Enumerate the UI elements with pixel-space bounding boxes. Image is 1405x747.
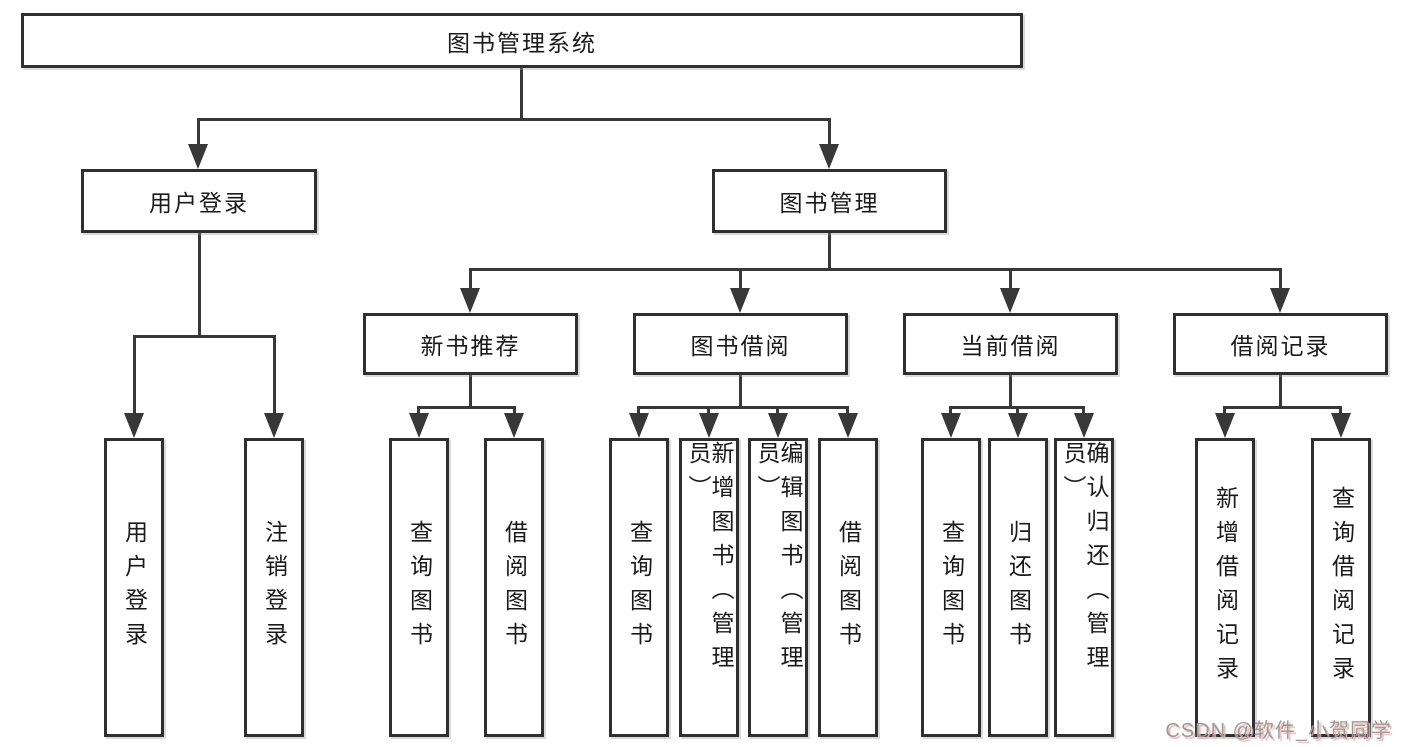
connector-line	[197, 118, 831, 121]
connector-line	[417, 406, 420, 415]
connector-line	[776, 406, 779, 415]
leaf-query-book-current: 查询图书	[921, 438, 981, 737]
connector-line	[739, 268, 742, 290]
arrow-down-icon	[730, 288, 750, 313]
leaf-query-book-recommend: 查询图书	[389, 438, 449, 737]
connector-line	[197, 118, 200, 148]
arrow-down-icon	[504, 413, 524, 438]
connector-line	[1009, 268, 1012, 290]
leaf-add-borrow-record: 新增借阅记录	[1195, 438, 1255, 737]
connector-line	[469, 268, 1282, 271]
arrow-down-icon	[699, 413, 719, 438]
node-current-borrow: 当前借阅	[903, 313, 1118, 375]
connector-line	[1223, 406, 1342, 409]
arrow-down-icon	[264, 413, 284, 438]
arrow-down-icon	[1008, 413, 1028, 438]
arrow-down-icon	[124, 413, 144, 438]
connector-line	[469, 375, 472, 408]
arrow-down-icon	[1000, 288, 1020, 313]
connector-line	[739, 375, 742, 408]
connector-line	[1279, 375, 1282, 408]
arrow-down-icon	[1215, 413, 1235, 438]
leaf-user-login: 用户登录	[104, 438, 164, 737]
connector-line	[828, 118, 831, 148]
arrow-down-icon	[188, 144, 208, 169]
connector-line	[846, 406, 849, 415]
arrow-down-icon	[1270, 288, 1290, 313]
node-library-system: 图书管理系统	[21, 13, 1023, 68]
connector-line	[469, 268, 472, 290]
leaf-query-book-borrow: 查询图书	[609, 438, 669, 737]
connector-line	[198, 233, 201, 337]
connector-line	[133, 335, 276, 338]
arrow-down-icon	[819, 144, 839, 169]
connector-line	[637, 406, 849, 409]
leaf-borrow-book-recommend: 借阅图书	[484, 438, 544, 737]
connector-line	[133, 335, 136, 415]
arrow-down-icon	[409, 413, 429, 438]
connector-line	[637, 406, 640, 415]
connector-line	[1279, 268, 1282, 290]
connector-line	[520, 68, 523, 120]
leaf-add-book-admin: 新增图书（管理员）	[679, 438, 739, 737]
arrow-down-icon	[629, 413, 649, 438]
arrow-down-icon	[460, 288, 480, 313]
leaf-return-book: 归还图书	[988, 438, 1048, 737]
watermark: CSDN @软件_小贺同学	[1165, 720, 1392, 742]
leaf-confirm-return-admin: 确认归还（管理员）	[1054, 438, 1114, 737]
node-borrow-records: 借阅记录	[1173, 313, 1388, 375]
connector-line	[1009, 375, 1012, 408]
arrow-down-icon	[1331, 413, 1351, 438]
connector-line	[949, 406, 952, 415]
connector-line	[417, 406, 516, 409]
connector-line	[1082, 406, 1085, 415]
arrow-down-icon	[941, 413, 961, 438]
connector-line	[513, 406, 516, 415]
connector-line	[707, 406, 710, 415]
arrow-down-icon	[838, 413, 858, 438]
node-book-management: 图书管理	[712, 169, 947, 233]
node-user-login: 用户登录	[81, 169, 317, 233]
connector-line	[828, 233, 831, 271]
leaf-edit-book-admin: 编辑图书（管理员）	[748, 438, 808, 737]
connector-line	[1223, 406, 1226, 415]
leaf-logout-login: 注销登录	[244, 438, 304, 737]
connector-line	[1016, 406, 1019, 415]
leaf-borrow-book: 借阅图书	[818, 438, 878, 737]
connector-line	[1339, 406, 1342, 415]
arrow-down-icon	[768, 413, 788, 438]
leaf-query-borrow-record: 查询借阅记录	[1311, 438, 1371, 737]
node-book-borrow: 图书借阅	[633, 313, 848, 375]
arrow-down-icon	[1074, 413, 1094, 438]
node-new-book-recommend: 新书推荐	[363, 313, 578, 375]
connector-line	[273, 335, 276, 415]
